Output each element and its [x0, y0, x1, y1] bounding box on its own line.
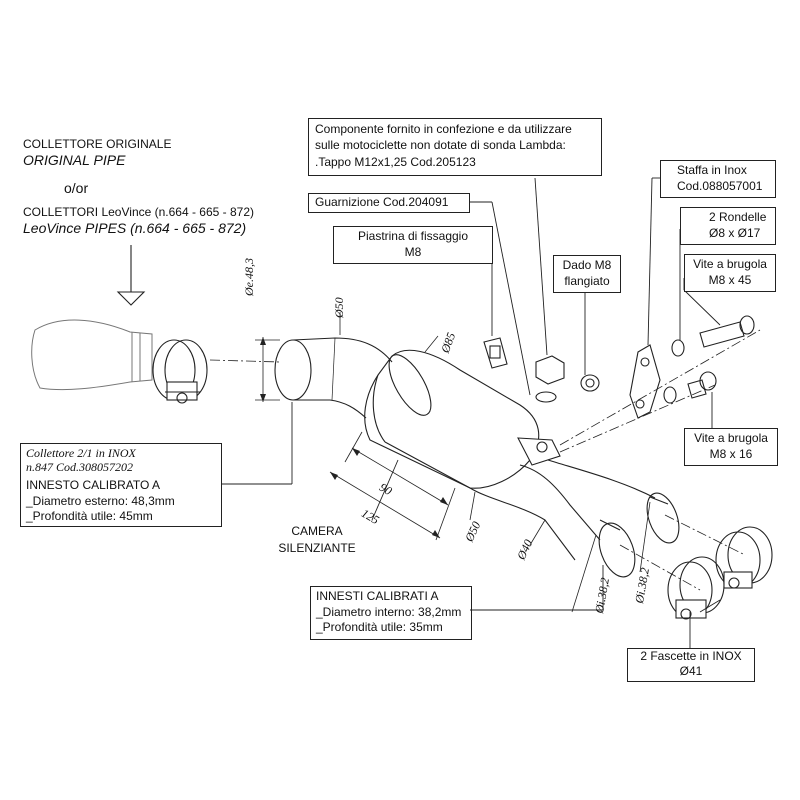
dimension-lines: [255, 312, 651, 613]
dim-inlet-external-diameter: Øe.48,3: [242, 258, 256, 296]
collector-line4: _Diametro esterno: 48,3mm: [26, 494, 175, 508]
outlet-fittings-line1: INNESTI CALIBRATI A: [316, 589, 439, 603]
nut-shape: [580, 374, 600, 392]
outlet-fittings-line2: _Diametro interno: 38,2mm: [316, 605, 462, 619]
collector-line3: INNESTO CALIBRATO A: [26, 478, 161, 492]
bolt-m8x16-line2: M8 x 16: [709, 447, 753, 461]
fixing-plate-line2: M8: [404, 245, 422, 259]
clamps-callout: 2 Fascette in INOX Ø41: [627, 648, 755, 682]
silencer-canister-shape: [364, 349, 540, 489]
canister-bracket-shape: [517, 437, 561, 466]
steel-bracket-shape: [629, 344, 661, 419]
gasket-label: Guarnizione Cod.204091: [315, 195, 449, 209]
bracket-line1: Staffa in Inox: [677, 163, 747, 177]
washers-line1: 2 Rondelle: [709, 210, 767, 224]
plug-shape: [535, 355, 565, 403]
or-label: o/or: [64, 180, 89, 196]
collector-callout: Collettore 2/1 in INOX n.847 Cod.3080572…: [20, 443, 222, 527]
inlet-pipe-shape: [274, 337, 393, 419]
bolt-m8x45-line2: M8 x 45: [708, 273, 752, 287]
component-line1: Componente fornito in confezione e da ut…: [315, 122, 572, 136]
washers-line2: Ø8 x Ø17: [709, 226, 761, 240]
fixing-plate-callout: Piastrina di fissaggio M8: [333, 226, 493, 264]
bolt-m8x45-shape: [699, 315, 755, 348]
clamps-line2: Ø41: [679, 664, 703, 678]
center-line-inlet: [209, 359, 281, 363]
clamps-line1: 2 Fascette in INOX: [640, 649, 742, 663]
original-pipe-label-en: ORIGINAL PIPE: [23, 152, 126, 168]
bolt-m8x45-callout: Vite a brugola M8 x 45: [684, 254, 776, 292]
fixing-plate-shape: [483, 337, 508, 369]
collector-line1: Collettore 2/1 in INOX: [26, 446, 136, 460]
washers-callout: 2 Rondelle Ø8 x Ø17: [680, 207, 776, 245]
left-clamp-shape: [152, 339, 208, 404]
component-callout: Componente fornito in confezione e da ut…: [308, 118, 602, 176]
original-pipe-label: COLLETTORE ORIGINALE: [23, 137, 172, 151]
leovince-pipes-label: COLLETTORI LeoVince (n.664 - 665 - 872): [23, 205, 255, 219]
component-line3: .Tappo M12x1,25 Cod.205123: [315, 155, 476, 169]
nut-callout: Dado M8 flangiato: [553, 255, 621, 293]
outlet-fittings-line3: _Profondità utile: 35mm: [316, 620, 443, 634]
bolt-m8x16-shape: [687, 371, 717, 399]
dim-diameter-50-top: Ø50: [332, 297, 346, 318]
collector-line2: n.847 Cod.308057202: [26, 460, 134, 474]
original-pipe-shape: [31, 319, 153, 391]
down-arrow-icon: [116, 245, 146, 306]
bolt-m8x16-callout: Vite a brugola M8 x 16: [684, 428, 778, 466]
gasket-callout: Guarnizione Cod.204091: [308, 193, 470, 213]
bolt-m8x16-line1: Vite a brugola: [694, 431, 768, 445]
fixing-plate-line1: Piastrina di fissaggio: [357, 229, 469, 243]
washers-shape: [663, 339, 685, 404]
bolt-m8x45-line1: Vite a brugola: [693, 257, 767, 271]
outlet-clamps-shape: [667, 526, 773, 620]
nut-line2: flangiato: [564, 274, 610, 288]
nut-line1: Dado M8: [562, 258, 612, 272]
bracket-callout: Staffa in Inox Cod.088057001: [660, 160, 776, 198]
outlet-fittings-callout: INNESTI CALIBRATI A _Diametro interno: 3…: [310, 586, 472, 640]
silencer-chamber-line1: CAMERA: [291, 524, 343, 538]
bracket-line2: Cod.088057001: [677, 179, 763, 193]
silencer-chamber-line2: SILENZIANTE: [278, 541, 356, 555]
component-line2: sulle motociclette non dotate di sonda L…: [315, 138, 566, 152]
leovince-pipes-label-en: LeoVince PIPES (n.664 - 665 - 872): [23, 220, 247, 236]
y-outlet-pipes-shape: [469, 459, 680, 578]
collector-line5: _Profondità utile: 45mm: [26, 509, 153, 523]
assembly-lines: [559, 329, 761, 591]
